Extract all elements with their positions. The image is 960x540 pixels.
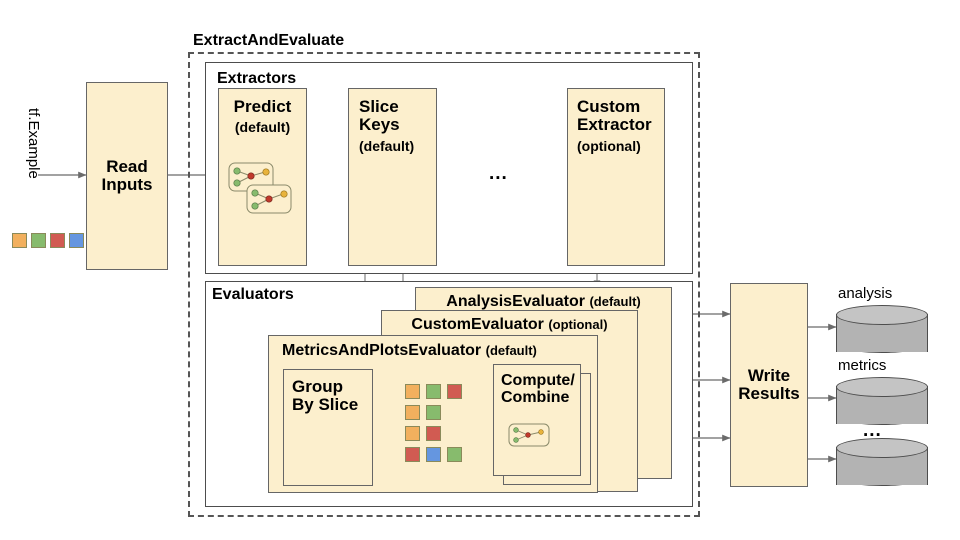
model-graph-icon xyxy=(228,162,292,214)
slice-chip-grid xyxy=(405,384,471,462)
write-results-line1: Write xyxy=(747,365,791,385)
chip-green xyxy=(447,447,462,462)
custom-extractor-line1: Custom xyxy=(577,97,641,116)
output-label-analysis: analysis xyxy=(838,285,893,302)
write-results-line2: Results xyxy=(738,384,800,403)
output-label-metrics: metrics xyxy=(838,357,887,374)
slice-keys-line2: Keys xyxy=(359,115,400,135)
read-inputs-box[interactable]: Read Inputs xyxy=(86,82,168,270)
predict-qualifier: (default) xyxy=(234,119,291,135)
chip-green xyxy=(426,384,441,399)
analysis-evaluator-qualifier: (default) xyxy=(589,294,641,309)
group-by-slice-line1: Group xyxy=(292,377,343,396)
group-by-slice-line2: By Slice xyxy=(292,395,359,415)
outputs-ellipsis: ... xyxy=(863,420,882,441)
metric-graph-icon xyxy=(508,423,550,447)
metrics-and-plots-evaluator-box[interactable]: MetricsAndPlotsEvaluator (default) Group… xyxy=(268,335,598,493)
extract-and-evaluate-group xyxy=(188,52,700,517)
cylinder-top xyxy=(836,305,928,325)
extractors-label: Extractors xyxy=(217,70,297,87)
group-by-slice-box[interactable]: Group By Slice xyxy=(283,369,373,486)
cylinder-top xyxy=(836,377,928,397)
extractors-ellipsis: ... xyxy=(489,163,508,184)
cylinder-top xyxy=(836,438,928,458)
chip-red xyxy=(405,447,420,462)
extractor-custom-box[interactable]: Custom Extractor (optional) xyxy=(567,88,665,266)
write-results-box[interactable]: Write Results xyxy=(730,283,808,487)
chip-orange xyxy=(405,426,420,441)
read-inputs-line2: Inputs xyxy=(101,175,153,194)
chip-red xyxy=(50,233,65,248)
chip-green xyxy=(426,405,441,420)
slice-keys-line1: Slice xyxy=(359,97,399,116)
slice-keys-qualifier: (default) xyxy=(359,138,415,154)
custom-evaluator-qualifier: (optional) xyxy=(548,317,608,332)
compute-combine-line1: Compute/ xyxy=(501,372,575,389)
custom-extractor-line2: Extractor xyxy=(577,115,652,135)
chip-orange xyxy=(12,233,27,248)
compute-combine-box[interactable]: Compute/ Combine xyxy=(493,364,581,476)
extractor-predict-box[interactable]: Predict (default) xyxy=(218,88,307,266)
extract-and-evaluate-label: ExtractAndEvaluate xyxy=(193,32,345,49)
chip-red xyxy=(426,426,441,441)
metrics-evaluator-name: MetricsAndPlotsEvaluator xyxy=(282,342,482,359)
output-store-other[interactable] xyxy=(836,438,928,486)
chip-red xyxy=(447,384,462,399)
chip-orange xyxy=(405,384,420,399)
chip-green xyxy=(31,233,46,248)
input-chip-row xyxy=(12,233,84,249)
custom-extractor-qualifier: (optional) xyxy=(577,138,641,154)
custom-evaluator-name: CustomEvaluator xyxy=(411,316,544,333)
chip-blue xyxy=(426,447,441,462)
chip-orange xyxy=(405,405,420,420)
analysis-evaluator-name: AnalysisEvaluator xyxy=(446,293,585,310)
predict-name: Predict xyxy=(233,97,292,116)
chip-blue xyxy=(69,233,84,248)
output-store-analysis[interactable] xyxy=(836,305,928,353)
output-store-metrics[interactable] xyxy=(836,377,928,425)
extractor-slice-keys-box[interactable]: Slice Keys (default) xyxy=(348,88,437,266)
tf-example-label: tf.Example xyxy=(25,108,42,179)
compute-combine-line2: Combine xyxy=(501,389,570,407)
read-inputs-line1: Read xyxy=(106,156,148,176)
evaluators-label: Evaluators xyxy=(212,286,294,303)
metrics-evaluator-qualifier: (default) xyxy=(485,343,537,358)
